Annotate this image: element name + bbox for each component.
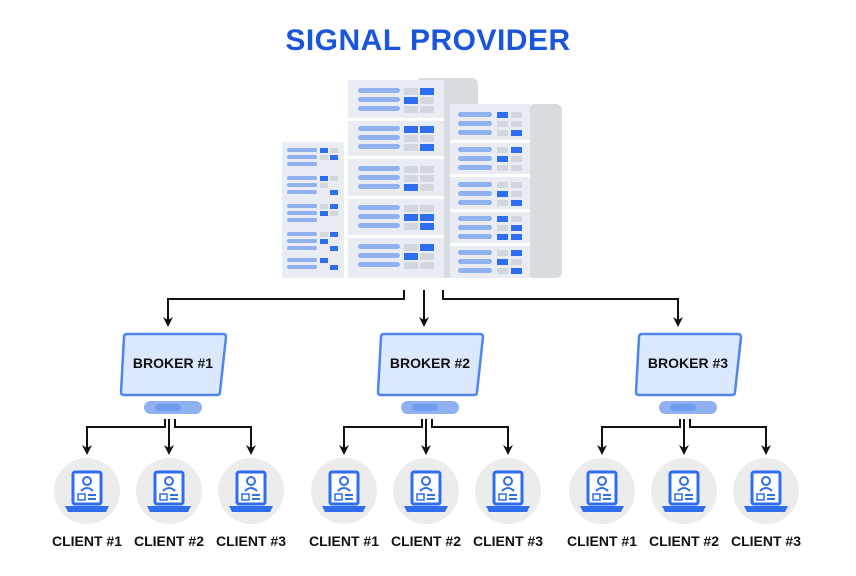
client-2	[651, 458, 717, 524]
broker-label: BROKER #3	[647, 355, 729, 371]
server-stack-icon	[282, 78, 562, 278]
broker-1	[54, 332, 284, 524]
server-tower-right	[450, 104, 530, 278]
broker-label: BROKER #2	[389, 355, 471, 371]
client-2	[136, 458, 202, 524]
connector-arrow	[597, 419, 681, 455]
server-tower-middle	[348, 80, 444, 278]
client-3	[475, 458, 541, 524]
page-title: SIGNAL PROVIDER	[285, 24, 571, 57]
connector-arrow	[431, 419, 513, 455]
client-label: CLIENT #1	[308, 533, 379, 549]
client-2	[393, 458, 459, 524]
laptop-profile-icon	[662, 470, 706, 512]
laptop-profile-icon	[486, 470, 530, 512]
client-1	[311, 458, 377, 524]
laptop-profile-icon	[229, 470, 273, 512]
broker-3	[569, 332, 799, 524]
laptop-profile-icon	[65, 470, 109, 512]
client-3	[733, 458, 799, 524]
client-1	[569, 458, 635, 524]
client-label: CLIENT #2	[648, 533, 719, 549]
broker-2	[311, 332, 541, 524]
provider-connectors	[163, 290, 683, 327]
broker-label: BROKER #1	[132, 355, 214, 371]
broker-connectors	[597, 419, 771, 455]
laptop-profile-icon	[744, 470, 788, 512]
laptop-profile-icon	[580, 470, 624, 512]
brokers-layer	[54, 332, 799, 524]
connector-arrow-broker-3	[442, 290, 683, 327]
client-label: CLIENT #2	[133, 533, 204, 549]
server-tower-left	[282, 142, 344, 278]
client-label: CLIENT #1	[51, 533, 122, 549]
laptop-profile-icon	[404, 470, 448, 512]
connector-arrow	[174, 419, 256, 455]
connector-arrow-broker-1	[163, 290, 405, 327]
monitor-icon	[119, 332, 228, 414]
laptop-profile-icon	[147, 470, 191, 512]
client-label: CLIENT #3	[215, 533, 286, 549]
connector-arrow	[339, 419, 423, 455]
broker-connectors	[82, 419, 256, 455]
laptop-profile-icon	[322, 470, 366, 512]
connector-arrow	[689, 419, 771, 455]
client-label: CLIENT #1	[566, 533, 637, 549]
client-1	[54, 458, 120, 524]
monitor-icon	[634, 332, 743, 414]
client-label: CLIENT #2	[390, 533, 461, 549]
client-label: CLIENT #3	[472, 533, 543, 549]
connector-arrow	[82, 419, 166, 455]
broker-connectors	[339, 419, 513, 455]
client-label: CLIENT #3	[730, 533, 801, 549]
client-3	[218, 458, 284, 524]
monitor-icon	[376, 332, 485, 414]
